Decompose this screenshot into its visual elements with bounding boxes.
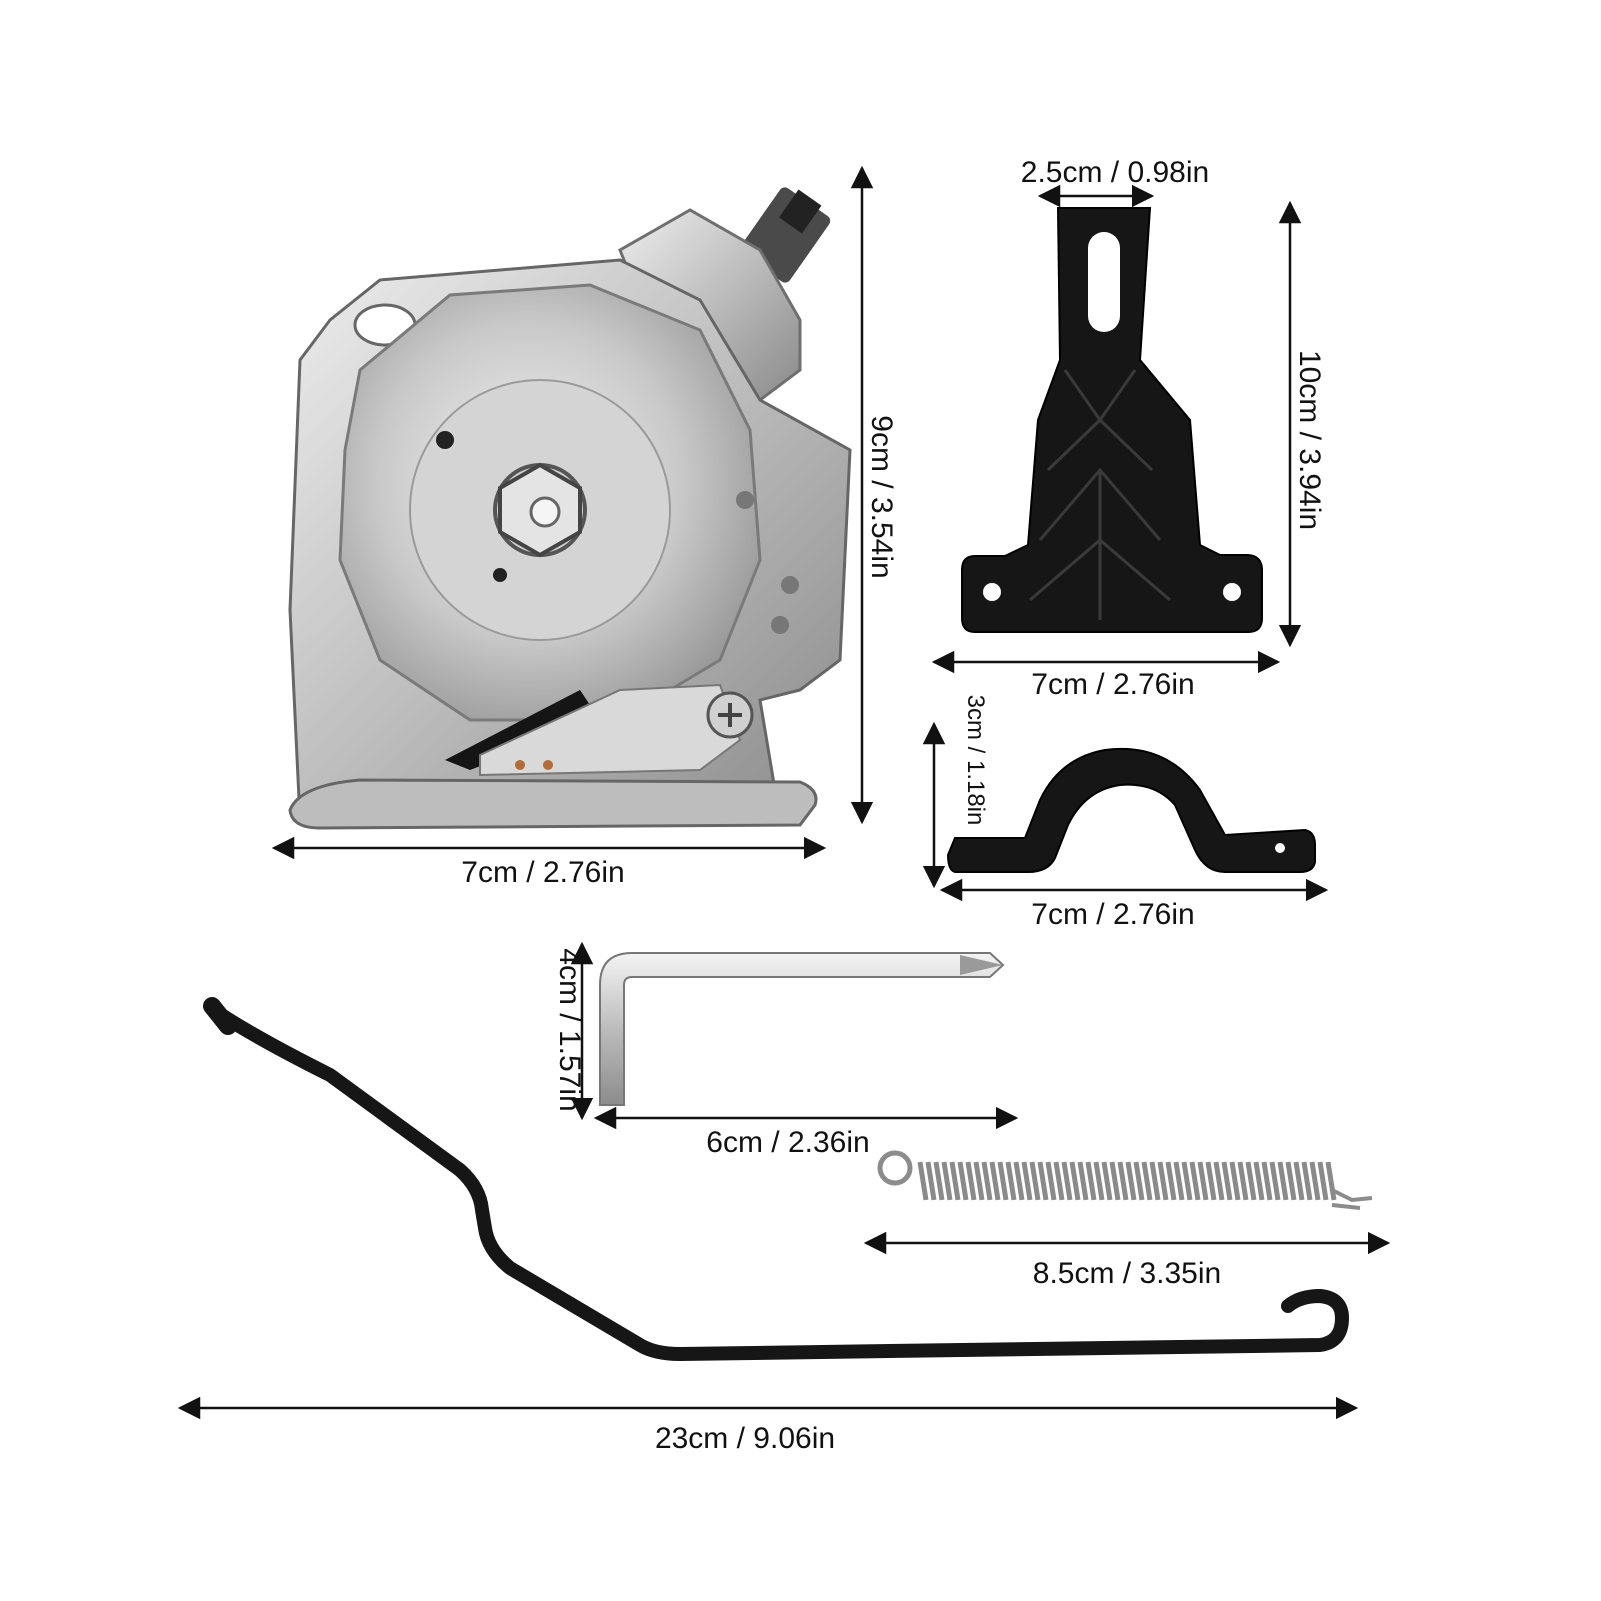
spring-coil (1037, 1161, 1049, 1201)
spring-coil (1213, 1161, 1225, 1201)
spring-coil (1117, 1161, 1129, 1201)
bracket-height-label: 10cm / 3.94in (1293, 350, 1326, 530)
saddle-clamp-icon (946, 747, 1316, 873)
spring-coil (1237, 1161, 1249, 1201)
spring-coil (1093, 1161, 1105, 1201)
spring-coil (1173, 1161, 1185, 1201)
spring-coil (1309, 1161, 1321, 1201)
spring-coil (1205, 1161, 1217, 1201)
spring-coil (1077, 1161, 1089, 1201)
spring-coil (957, 1161, 969, 1201)
spring-coil (1197, 1161, 1209, 1201)
spring-coil (1141, 1161, 1153, 1201)
spring-coil (1005, 1161, 1017, 1201)
spring-coil (1069, 1161, 1081, 1201)
rod-length-label: 23cm / 9.06in (655, 1422, 835, 1455)
spring-coil (973, 1161, 985, 1201)
spring-coil (941, 1161, 953, 1201)
rotary-cutter-head-icon (288, 187, 852, 830)
spring-coil (1133, 1161, 1145, 1201)
spring-coil (1157, 1161, 1169, 1201)
spring-coil (1277, 1161, 1289, 1201)
spring-coil (1021, 1161, 1033, 1201)
allen-hex-key-icon (599, 952, 1005, 1106)
spring-coil (1317, 1161, 1329, 1201)
spring-coil (1109, 1161, 1121, 1201)
spring-coil (1029, 1161, 1041, 1201)
clamp-height-label: 3cm / 1.18in (962, 695, 989, 826)
spring-coil (1293, 1161, 1305, 1201)
bracket-top-width-label: 2.5cm / 0.98in (1021, 156, 1209, 189)
spring-length-label: 8.5cm / 3.35in (1033, 1257, 1221, 1290)
spring-coil (1261, 1161, 1273, 1201)
cutter-height-label: 9cm / 3.54in (865, 415, 898, 578)
spring-coil (1149, 1161, 1161, 1201)
bracket-width-label: 7cm / 2.76in (1031, 668, 1194, 701)
spring-coil (1285, 1161, 1297, 1201)
spring-coil (1165, 1161, 1177, 1201)
spring-coil (917, 1161, 929, 1201)
spring-coil (965, 1161, 977, 1201)
spring-coil (933, 1161, 945, 1201)
cutter-width-label: 7cm / 2.76in (461, 856, 624, 889)
spring-coil (1013, 1161, 1025, 1201)
spring-coil (1053, 1161, 1065, 1201)
spring-coil (1245, 1161, 1257, 1201)
spring-coil (925, 1161, 937, 1201)
spring-coil (1269, 1161, 1281, 1201)
spring-coil (1061, 1161, 1073, 1201)
spring-coil (1189, 1161, 1201, 1201)
spring-coil (981, 1161, 993, 1201)
spring-coil (1125, 1161, 1137, 1201)
spring-coil (1221, 1161, 1233, 1201)
t-mount-bracket-icon (961, 207, 1263, 633)
spring-coil (1085, 1161, 1097, 1201)
bent-lever-rod-icon (203, 997, 1349, 1361)
spring-coil (1301, 1161, 1313, 1201)
spring-coil (997, 1161, 1009, 1201)
spring-coil (1181, 1161, 1193, 1201)
spring-coil (1253, 1161, 1265, 1201)
spring-coil (1229, 1161, 1241, 1201)
tension-spring-icon (877, 1150, 1373, 1210)
spring-coil (989, 1161, 1001, 1201)
spring-coil (1045, 1161, 1057, 1201)
hex-key-height-label: 4cm / 1.57in (553, 948, 586, 1111)
spring-coil (1325, 1161, 1337, 1201)
spring-coil (1101, 1161, 1113, 1201)
clamp-width-label: 7cm / 2.76in (1031, 898, 1194, 931)
spring-coil (949, 1161, 961, 1201)
hex-key-width-label: 6cm / 2.36in (706, 1126, 869, 1159)
